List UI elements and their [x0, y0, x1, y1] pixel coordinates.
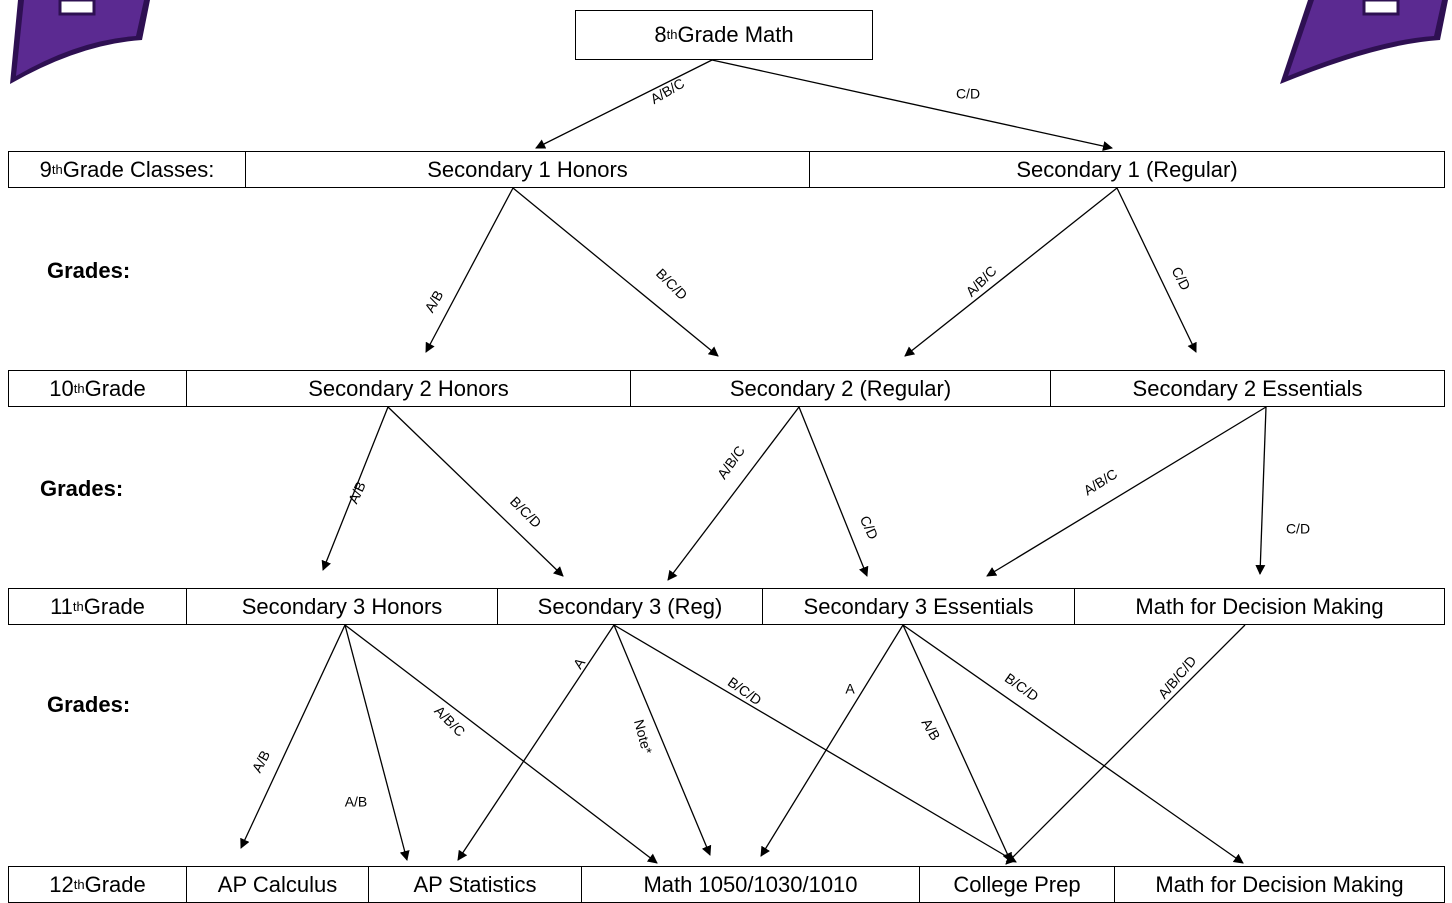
arrow-label-15: A	[570, 654, 589, 671]
arrow-label-18: A	[845, 681, 855, 697]
flow-arrow-1	[711, 59, 1113, 151]
arrow-label-1: C/D	[956, 86, 980, 102]
arrow-label-0: A/B/C	[648, 75, 688, 107]
arrow-label-17: B/C/D	[725, 674, 765, 709]
flow-arrow-9	[798, 406, 869, 577]
arrow-label-14: A/B/C	[431, 702, 468, 739]
flow-arrow-7	[387, 406, 564, 577]
flow-arrow-3	[512, 187, 719, 357]
arrow-label-5: C/D	[1168, 264, 1193, 293]
flow-arrow-4	[904, 187, 1118, 357]
course-secondary2-honors: Secondary 2 Honors	[187, 371, 631, 406]
grades-label-3: Grades:	[47, 692, 131, 717]
flow-arrow-15	[457, 624, 615, 861]
arrow-label-4: A/B/C	[962, 262, 999, 299]
arrow-label-12: A/B	[248, 748, 273, 775]
flow-arrow-19	[902, 624, 1012, 863]
arrow-label-8: A/B/C	[714, 443, 748, 482]
flow-arrow-17	[613, 624, 1017, 863]
flow-arrow-0	[535, 59, 713, 149]
course-secondary2-regular: Secondary 2 (Regular)	[631, 371, 1051, 406]
arrow-label-2: A/B	[421, 288, 446, 316]
arrow-label-16: Note*	[631, 718, 656, 757]
course-secondary2-essentials: Secondary 2 Essentials	[1132, 375, 1363, 401]
flow-arrow-2	[425, 187, 514, 353]
flow-arrow-14	[344, 624, 658, 864]
course-college-prep: College Prep	[920, 867, 1115, 902]
arrow-label-6: A/B	[345, 479, 369, 506]
grades-label-2: Grades:	[40, 476, 124, 501]
arrow-label-11: C/D	[1286, 521, 1310, 537]
course-secondary3-essentials: Secondary 3 Essentials	[763, 589, 1075, 624]
flow-arrow-13	[344, 624, 410, 861]
flow-arrow-21	[1005, 624, 1246, 865]
flow-arrow-5	[1116, 187, 1197, 353]
flow-arrow-8	[667, 406, 800, 581]
flow-arrow-18	[760, 624, 904, 857]
course-secondary1-honors: Secondary 1 Honors	[246, 152, 810, 187]
course-math-1050-1030-1010: Math 1050/1030/1010	[582, 867, 920, 902]
arrow-label-9: C/D	[857, 513, 882, 542]
course-secondary3-reg: Secondary 3 (Reg)	[498, 589, 763, 624]
grades-label-1: Grades:	[47, 258, 131, 283]
arrow-label-7: B/C/D	[507, 493, 545, 531]
flow-arrow-11	[1255, 406, 1267, 575]
school-logo-right	[1280, 0, 1448, 84]
flow-arrow-16	[613, 624, 712, 856]
flow-arrow-10	[986, 406, 1267, 577]
course-secondary1-regular: Secondary 1 (Regular)	[1016, 156, 1238, 182]
arrow-label-10: A/B/C	[1081, 465, 1120, 498]
arrow-label-19: A/B	[919, 716, 944, 744]
course-secondary3-honors: Secondary 3 Honors	[187, 589, 498, 624]
course-ap-calculus: AP Calculus	[187, 867, 369, 902]
school-logo-left	[10, 0, 150, 84]
arrow-label-13: A/B	[345, 794, 368, 810]
course-math-decision-making-11: Math for Decision Making	[1135, 593, 1384, 619]
course-math-decision-making-12: Math for Decision Making	[1155, 871, 1404, 897]
flow-arrow-6	[321, 406, 389, 571]
flow-arrow-20	[902, 624, 1244, 864]
course-ap-statistics: AP Statistics	[369, 867, 582, 902]
arrow-label-3: B/C/D	[653, 265, 691, 303]
flow-arrow-12	[240, 624, 346, 849]
